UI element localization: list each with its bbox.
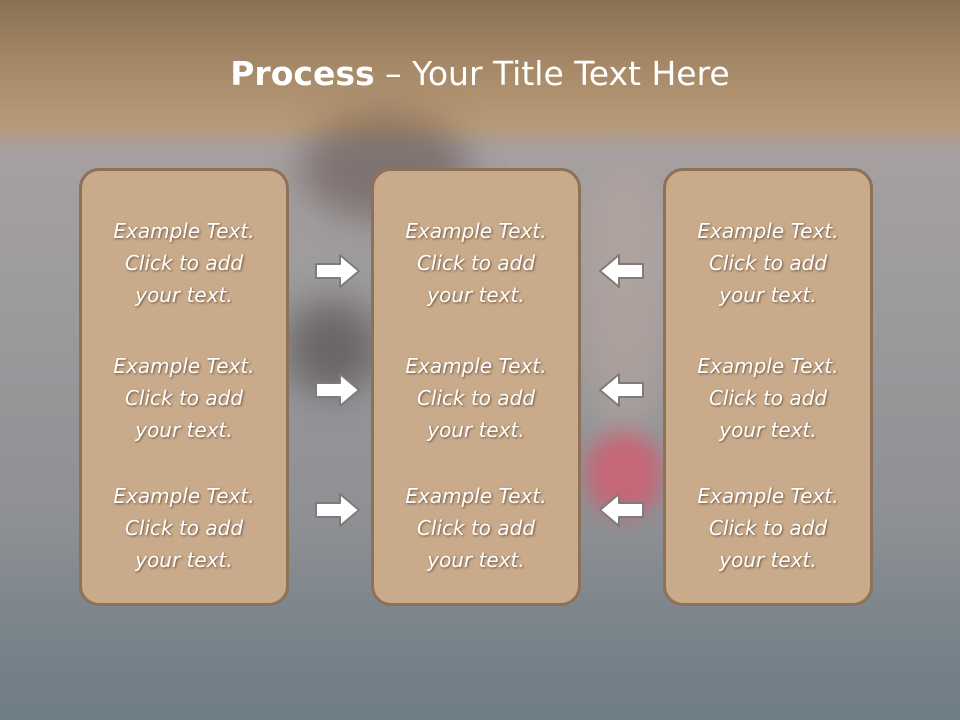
left-arrow-icon [599,254,644,288]
text-line: Click to add [416,251,536,275]
text-line: Example Text. [113,484,255,508]
text-line: Example Text. [697,354,839,378]
text-line: your text. [135,548,233,572]
slide-title[interactable]: Process – Your Title Text Here [0,52,960,96]
right-arrow-icon [315,373,360,407]
left-arrow-icon [599,373,644,407]
text-line: Click to add [124,386,244,410]
text-line: Example Text. [113,354,255,378]
text-block[interactable]: Example Text. Click to add your text. [666,350,870,446]
text-line: Click to add [416,516,536,540]
text-line: your text. [427,548,525,572]
process-box-right[interactable]: Example Text. Click to add your text. Ex… [663,168,873,606]
text-block[interactable]: Example Text. Click to add your text. [82,480,286,576]
text-line: Example Text. [405,219,547,243]
text-block[interactable]: Example Text. Click to add your text. [82,350,286,446]
text-line: your text. [427,283,525,307]
left-arrow-icon [599,493,644,527]
text-line: your text. [135,418,233,442]
text-line: Example Text. [113,219,255,243]
slide-title-bold: Process [230,54,375,93]
text-line: Click to add [708,516,828,540]
text-line: Click to add [708,251,828,275]
text-line: Click to add [124,516,244,540]
text-line: your text. [719,283,817,307]
text-line: Click to add [124,251,244,275]
slide-title-rest: – Your Title Text Here [374,54,730,93]
text-line: your text. [719,548,817,572]
text-line: Example Text. [697,484,839,508]
text-block[interactable]: Example Text. Click to add your text. [374,350,578,446]
text-block[interactable]: Example Text. Click to add your text. [666,480,870,576]
text-line: Click to add [708,386,828,410]
text-block[interactable]: Example Text. Click to add your text. [374,215,578,311]
text-line: your text. [135,283,233,307]
right-arrow-icon [315,254,360,288]
text-line: Example Text. [405,484,547,508]
text-line: your text. [427,418,525,442]
process-box-center[interactable]: Example Text. Click to add your text. Ex… [371,168,581,606]
text-line: Click to add [416,386,536,410]
process-box-left[interactable]: Example Text. Click to add your text. Ex… [79,168,289,606]
text-block[interactable]: Example Text. Click to add your text. [666,215,870,311]
text-block[interactable]: Example Text. Click to add your text. [82,215,286,311]
text-line: Example Text. [405,354,547,378]
text-line: Example Text. [697,219,839,243]
text-line: your text. [719,418,817,442]
text-block[interactable]: Example Text. Click to add your text. [374,480,578,576]
right-arrow-icon [315,493,360,527]
